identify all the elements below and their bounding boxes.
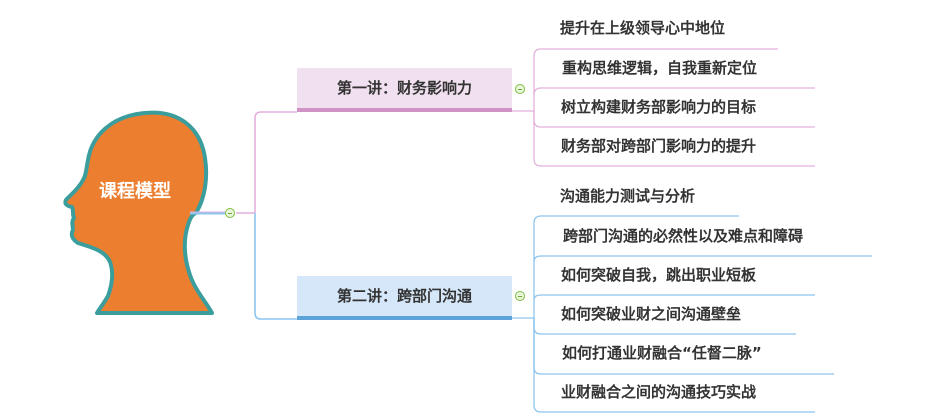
- subtopic-2-4[interactable]: 如何突破业财之间沟通壁垒: [561, 305, 742, 323]
- branch-1-connector: [254, 111, 297, 213]
- branch-2-collapse-icon[interactable]: [515, 291, 525, 301]
- subtopic-1-4[interactable]: 财务部对跨部门影响力的提升: [561, 137, 757, 155]
- subtopic-2-5[interactable]: 如何打通业财融合“任督二脉”: [562, 344, 762, 362]
- subtopic-2-3[interactable]: 如何突破自我，跳出职业短板: [561, 266, 757, 284]
- branch-topic-1[interactable]: 第一讲：财务影响力: [297, 68, 512, 112]
- branch-topic-2[interactable]: 第二讲：跨部门沟通: [297, 276, 512, 320]
- central-topic-label[interactable]: 课程模型: [99, 181, 171, 202]
- branch-2-child-connectors: [512, 215, 872, 413]
- subtopic-1-2[interactable]: 重构思维逻辑，自我重新定位: [562, 59, 758, 77]
- subtopic-2-2[interactable]: 跨部门沟通的必然性以及难点和障碍: [563, 227, 804, 245]
- subtopic-1-3[interactable]: 树立构建财务部影响力的目标: [561, 98, 757, 116]
- subtopic-2-1[interactable]: 沟通能力测试与分析: [560, 187, 696, 205]
- branch-2-connector: [254, 213, 297, 320]
- branch-1-child-connectors: [512, 48, 815, 167]
- branch-1-collapse-icon[interactable]: [515, 84, 525, 94]
- subtopic-1-1[interactable]: 提升在上级领导心中地位: [560, 19, 726, 37]
- head-silhouette-icon: [63, 110, 214, 315]
- central-collapse-icon[interactable]: [225, 208, 235, 218]
- subtopic-2-6[interactable]: 业财融合之间的沟通技巧实战: [561, 383, 757, 401]
